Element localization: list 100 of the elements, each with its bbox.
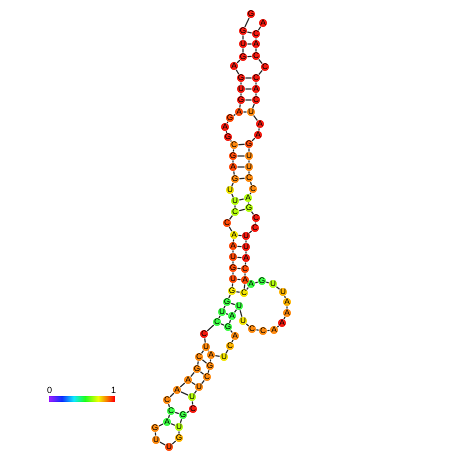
nucleotide: C — [230, 140, 238, 150]
nucleotide: A — [230, 332, 240, 340]
connector-line — [258, 70, 263, 75]
connector-line — [244, 18, 250, 28]
nucleotide: U — [228, 252, 238, 262]
nucleotide: C — [202, 372, 212, 382]
nucleotide: A — [282, 308, 292, 318]
nucleotide: A — [206, 350, 216, 360]
connector-line — [258, 59, 263, 64]
scale-label: 1 — [111, 386, 116, 395]
nucleotide: U — [202, 342, 210, 352]
nucleotide: C — [222, 218, 232, 228]
nucleotide: G — [244, 140, 254, 148]
nucleotide: A — [244, 194, 252, 202]
connector-line — [234, 309, 237, 313]
connector-line — [283, 316, 286, 320]
connector-line — [168, 404, 170, 408]
nucleotide: U — [238, 316, 248, 326]
nucleotide: U — [242, 242, 250, 252]
connector-line — [258, 26, 262, 31]
nucleotide: C — [200, 330, 208, 338]
connector-line — [180, 391, 188, 396]
nucleotide: C — [226, 342, 234, 350]
connector-line — [172, 440, 176, 445]
nucleotide: U — [236, 84, 246, 94]
nucleotide: A — [184, 376, 192, 384]
connector-line — [239, 104, 241, 108]
nucleotide: A — [242, 254, 250, 262]
nucleotide: A — [252, 84, 260, 94]
connector-line — [158, 423, 164, 427]
nucleotide: A — [162, 418, 172, 426]
nucleotide: U — [238, 40, 248, 48]
connector-line — [204, 338, 206, 343]
connector-line — [255, 282, 258, 284]
connector-line — [284, 296, 286, 298]
nucleotide: G — [226, 114, 234, 122]
nucleotide: C — [166, 406, 176, 416]
nucleotide: U — [234, 302, 244, 310]
connector-line — [201, 380, 205, 384]
nucleotide: A — [256, 120, 264, 128]
nucleotide: U — [228, 274, 238, 284]
nucleotide: A — [234, 108, 244, 116]
connector-line — [231, 340, 234, 342]
nucleotide: U — [220, 352, 228, 362]
nucleotide: A — [172, 386, 182, 394]
connector-line — [252, 104, 255, 108]
nucleotide: A — [246, 280, 256, 288]
connector-line — [238, 144, 245, 146]
nucleotide: C — [244, 174, 254, 182]
nucleotide: A — [252, 40, 260, 48]
nucleotide: G — [230, 174, 240, 184]
connector-line — [254, 222, 256, 224]
nucleotide: G — [228, 286, 236, 296]
nucleotide: G — [224, 322, 232, 332]
connector-line — [218, 316, 221, 318]
nucleotide: C — [188, 404, 198, 414]
nucleotide: G — [222, 298, 232, 306]
connector-line — [202, 359, 207, 364]
nucleotide: U — [152, 436, 160, 444]
connector-line — [228, 320, 232, 324]
nucleotide: A — [254, 130, 262, 140]
connector-line — [180, 382, 186, 388]
nucleotide: G — [178, 410, 188, 420]
connector-line — [247, 31, 252, 34]
nucleotide: C — [252, 74, 260, 82]
connector-line — [253, 115, 258, 121]
nucleotide: G — [244, 204, 254, 212]
connector-line — [226, 131, 228, 133]
connector-line — [231, 194, 234, 198]
connector-line — [231, 182, 234, 186]
connector-line — [208, 370, 210, 373]
nucleotide: G — [236, 74, 246, 82]
nucleotide: U — [218, 308, 226, 316]
nucleotide: A — [240, 276, 250, 284]
nucleotide: U — [242, 232, 250, 240]
nucleotide: C — [230, 208, 240, 216]
connector-line — [239, 198, 244, 201]
connector-line — [200, 371, 204, 375]
nucleotide: G — [258, 276, 266, 286]
connector-line — [223, 306, 226, 308]
nucleotide: U — [164, 442, 174, 452]
connector-line — [174, 412, 180, 414]
nucleotide: C — [240, 264, 250, 274]
nucleotide: G — [238, 52, 248, 62]
connector-line — [229, 215, 233, 220]
connector-line — [191, 382, 196, 386]
nucleotide: A — [278, 318, 286, 328]
nucleotide: U — [268, 280, 278, 288]
nucleotide: C — [258, 326, 268, 336]
nucleotide: A — [230, 230, 238, 240]
connector-line — [266, 282, 269, 284]
nucleotide: U — [194, 382, 204, 392]
nucleotide: G — [228, 264, 238, 272]
connector-line — [250, 182, 252, 186]
connector-line — [228, 226, 232, 232]
nucleotide: G — [174, 434, 184, 442]
nucleotide: U — [244, 162, 254, 172]
connector-line — [190, 372, 195, 377]
connector-line — [246, 323, 250, 327]
connector-line — [220, 323, 224, 326]
